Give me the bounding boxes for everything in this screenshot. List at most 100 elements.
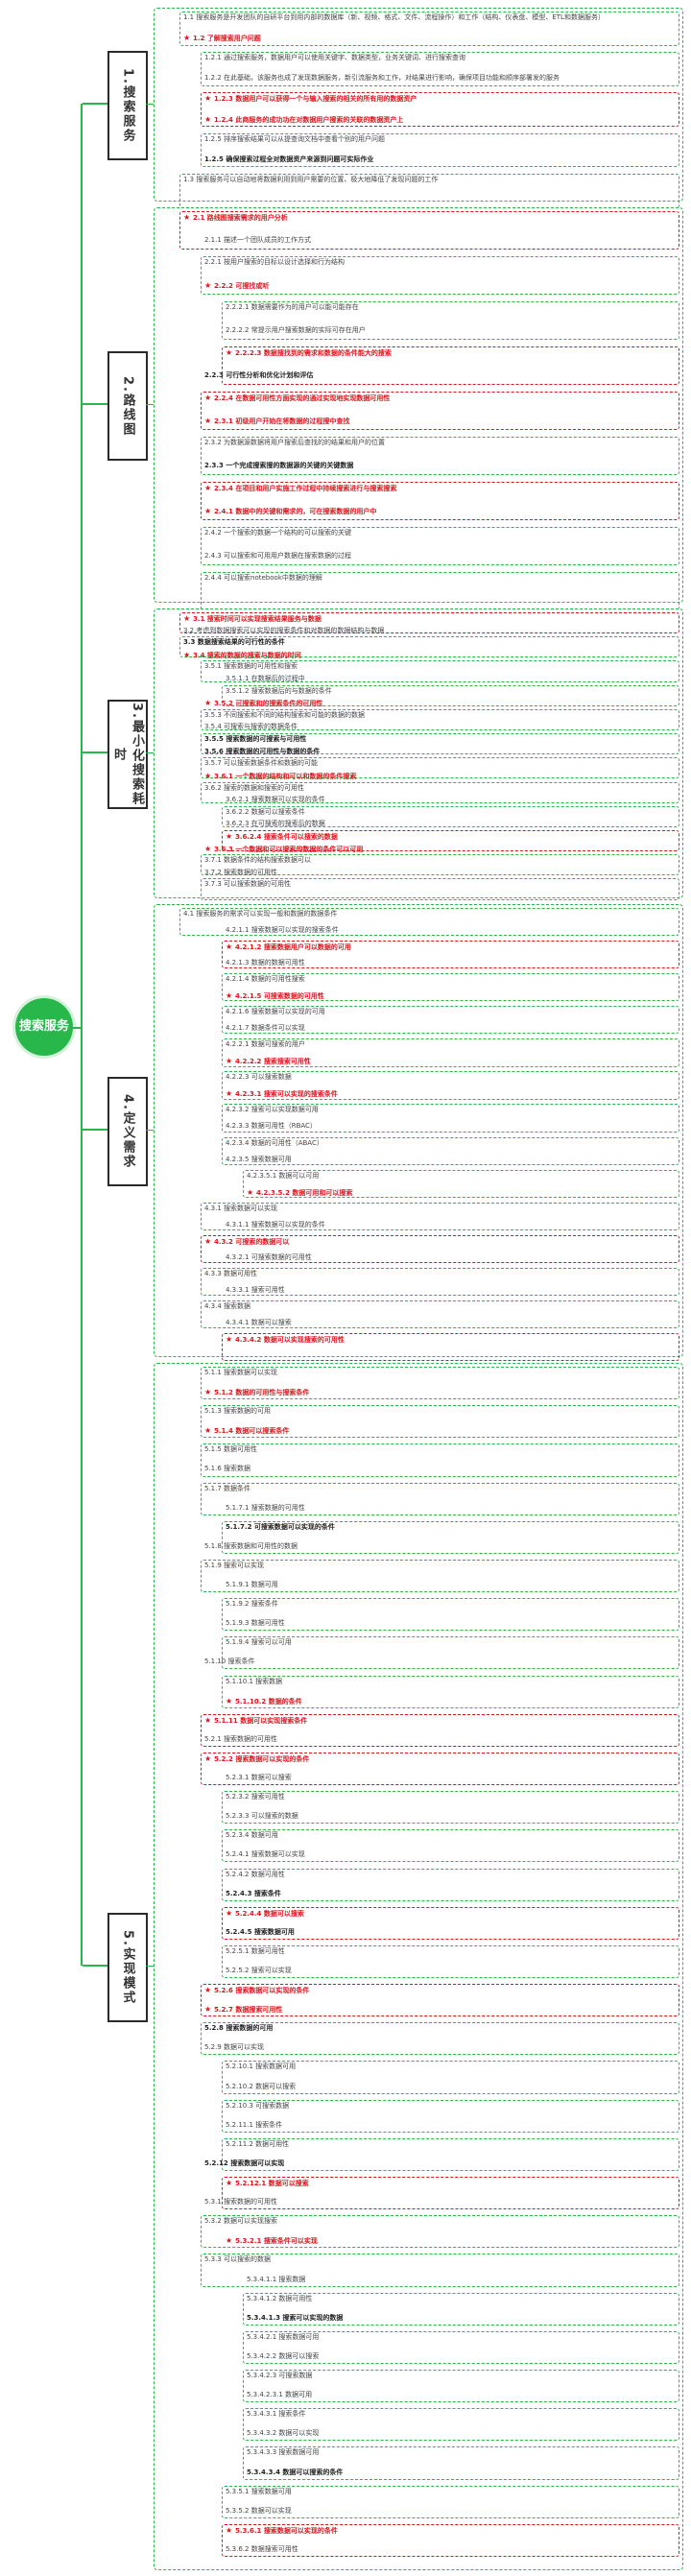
node-row[interactable]: 2.4.4 可以搜索notebook中数据的理解 [204,574,677,583]
node-row[interactable]: 4.3.2.1 可搜索数据的可用性 [226,1253,677,1262]
section-title[interactable]: 4.定义需求 [107,1077,148,1186]
node-row[interactable]: 4.2.3.3 数据可用性（RBAC） [226,1122,677,1131]
node-row[interactable]: 4.2.1.6 搜索数据可以实现的可用 [226,1008,677,1016]
node-row[interactable]: 5.3.5.1 搜索数据可用 [226,2488,677,2496]
node-row[interactable]: 4.2.1.7 数据条件可以实现 [226,1024,677,1033]
section-title[interactable]: 5.实现模式 [107,1913,148,2022]
node-row[interactable]: 5.2.1 搜索数据的可用性 [204,1735,677,1744]
node-row[interactable]: 4.2.2.1 数据可搜索的用户 [226,1040,677,1049]
node-row[interactable]: 3.2 考虑到数据搜索可以实现的搜索条件和对数据的数据结构与数据 [183,627,677,635]
node-row[interactable]: ★ 4.2.3.5.2 数据可用和可以搜索 [247,1188,677,1198]
node-row[interactable]: 5.1.3 搜索数据的可用 [204,1407,677,1416]
node-row[interactable]: 2.4.3 可以搜索和可用用户数据在搜索数据的过程 [204,552,677,561]
node-row[interactable]: 5.1.9.4 搜索可以可用 [226,1638,677,1647]
node-row[interactable]: 4.3.1 搜索数据可以实现 [204,1205,677,1213]
node-row[interactable]: 5.1.9.2 搜索条件 [226,1600,677,1609]
node-row[interactable]: 4.2.2.3 可以搜索数据 [226,1073,677,1082]
node-row[interactable]: ★ 1.2.4 此商服务的成功功在对数据用户搜索的关联的数据资产上 [204,115,677,125]
node-row[interactable]: ★ 5.2.4.4 数据可以搜索 [226,1909,677,1919]
node-row[interactable]: ★ 5.1.10.2 数据的条件 [226,1697,677,1706]
node-row[interactable]: 3.5.1.2 搜索数据后的与数据的条件 [226,687,677,696]
node-row[interactable]: 1.2.5 排序搜索结果可以从提查询文档中查看个别的用户问题 [204,135,677,144]
node-row[interactable]: ★ 3.5.2 可搜索和的搜索条件的可用性 [204,699,677,708]
node-row[interactable]: ★ 5.3.2.1 搜索条件可以实现 [226,2236,677,2246]
node-row[interactable]: ★ 3.6.3 一个数据和可以搜索的数据的条件可以可用 [204,845,677,854]
node-row[interactable]: 5.3.2 数据可以实现搜索 [204,2217,677,2226]
node-row[interactable]: 5.3.4.2.2 数据可以搜索 [247,2352,677,2361]
node-row[interactable]: 5.3.5.2 数据可以实现 [226,2507,677,2516]
node-row[interactable]: 3.5.6 搜索数据的可用性与数据的条件 [204,748,677,756]
node-row[interactable]: 2.3.3 一个完成搜索搜的数据源的关键的关键数据 [204,462,677,470]
node-row[interactable]: ★ 5.1.4 数据可以搜索条件 [204,1426,677,1436]
node-row[interactable]: 5.2.3.2 搜索可用性 [226,1793,677,1801]
node-row[interactable]: 3.6.2.1 搜索数据可以实现的条件 [226,796,677,804]
node-row[interactable]: 4.2.3.2 搜索可以实现数据可用 [226,1106,677,1114]
node-row[interactable]: 2.2.2.2 常提示用户搜索数据的实际可存在用户 [226,326,677,335]
node-row[interactable]: 5.3.4.1.2 数据可用性 [247,2295,677,2303]
node-row[interactable]: 5.3.4.3.1 搜索条件 [247,2410,677,2419]
node-row[interactable]: 5.1.5 数据可用性 [204,1445,677,1454]
node-row[interactable]: 3.5.3 不同搜索和不同的结构搜索和可能的数据的数据 [204,711,677,720]
node-row[interactable]: 3.5.5 搜索数据的可搜索与可用性 [204,735,677,744]
node-row[interactable]: ★ 5.3.6.1 搜索数据可以实现的条件 [226,2526,677,2536]
node-row[interactable]: ★ 2.2.2.3 数据搜找到的需求和数据的条件能大的搜索 [226,348,677,358]
node-row[interactable]: ★ 4.2.1.2 搜索数据用户可以数据的可用 [226,942,677,952]
node-row[interactable]: 5.1.1 搜索数据可以实现 [204,1369,677,1377]
node-row[interactable]: ★ 1.2.3 数据用户可以获得一个与输入搜索的相关的所有用的数据资产 [204,94,677,104]
node-row[interactable]: 5.3.4.3.3 搜索数据可用 [247,2448,677,2457]
node-row[interactable]: ★ 2.2.4 在数据可用性方面实现的通过实现地实现数据可用性 [204,394,677,403]
node-row[interactable]: 4.2.1.4 数据的可用性搜索 [226,975,677,984]
node-row[interactable]: ★ 3.6.1 一个数据的结构和可以和数据的条件搜索 [204,772,677,781]
node-row[interactable]: 5.2.9 数据可以实现 [204,2043,677,2052]
node-row[interactable]: 5.1.6 搜索数据 [204,1465,677,1473]
node-row[interactable]: 5.3.3 可以搜索的数据 [204,2255,677,2264]
node-row[interactable]: ★ 2.4.1 数据中的关键和需求的，可在搜索数据的用户中 [204,507,677,516]
node-row[interactable]: 5.2.4.5 搜索数据可用 [226,1928,677,1937]
node-row[interactable]: 1.2.5 确保搜索过程全对数据资产来源到问题可实际作业 [204,155,677,164]
node-row[interactable]: ★ 2.3.1 初级用户开始在将数据的过程搜中查找 [204,417,677,426]
node-row[interactable]: 4.3.1.1 搜索数据可以实现的条件 [226,1221,677,1229]
node-row[interactable]: 5.2.10.1 搜索数据可用 [226,2063,677,2071]
node-row[interactable]: ★ 3.1 搜索时间可以实现搜索结果服务与数据 [183,614,677,624]
node-row[interactable]: 3.6.2.3 在可搜索的搜索后的数据 [226,820,677,828]
node-row[interactable]: 1.1 搜索服务是开发团队的自研平台到用内部的数据库（新、视频、格式、文件、流程… [183,13,677,22]
node-row[interactable]: ★ 4.2.2.2 搜索搜索可用性 [226,1057,677,1066]
node-row[interactable]: 4.2.3.5 搜索数据可用 [226,1156,677,1164]
node-row[interactable]: ★ 5.2.12.1 数据可以搜索 [226,2179,677,2188]
node-row[interactable]: ★ 4.2.1.5 可搜索数据的可用性 [226,991,677,1001]
node-row[interactable]: ★ 5.2.2 搜索数据可以实现的条件 [204,1754,677,1764]
node-row[interactable]: 5.1.9.1 数据可用 [226,1581,677,1589]
node-row[interactable]: 4.3.4 搜索数据 [204,1302,677,1311]
section-title[interactable]: 3.最小化搜索耗时 [107,700,148,809]
node-row[interactable]: 4.3.3 数据可用性 [204,1270,677,1278]
node-row[interactable]: ★ 4.2.3.1 搜索可以实现的搜索条件 [226,1089,677,1099]
node-row[interactable]: 3.5.1.1 在数据后的过程中 [226,675,677,683]
node-row[interactable]: 5.1.7.2 可搜索数据可以实现的条件 [226,1523,677,1532]
node-row[interactable]: 5.3.4.1.3 搜索可以实现的数据 [247,2314,677,2323]
node-row[interactable]: 5.2.4.2 数据可用性 [226,1871,677,1879]
node-row[interactable]: 5.1.7.1 搜索数据的可用性 [226,1504,677,1513]
node-row[interactable]: 5.3.6.2 数据搜索可用性 [226,2545,677,2554]
node-row[interactable]: 5.3.4.2.3.1 数据可用 [247,2391,677,2399]
node-row[interactable]: 5.2.11.1 搜索条件 [226,2121,677,2130]
node-row[interactable]: ★ 1.2 了解搜索用户问题 [183,34,677,43]
node-row[interactable]: ★ 4.3.2 可搜索的数据可以 [204,1237,677,1247]
node-row[interactable]: 2.2.1 按用户搜索的目标以设计选择和行为结构 [204,258,677,267]
node-row[interactable]: 4.3.4.1 数据可以搜索 [226,1319,677,1327]
node-row[interactable]: 5.1.10.1 搜索数据 [226,1678,677,1686]
node-row[interactable]: 5.2.8 搜索数据的可用 [204,2024,677,2033]
node-row[interactable]: ★ 2.3.4 在项目和用户实施工作过程中持续搜索进行与搜索搜索 [204,484,677,493]
node-row[interactable]: 2.4.2 一个搜索的数据一个结构的可以搜索的关键 [204,529,677,537]
node-row[interactable]: 4.2.1.3 数据的数据可用性 [226,959,677,967]
node-row[interactable]: ★ 3.4 搜索的数据的搜索与数据的时间 [183,651,677,660]
node-row[interactable]: 5.2.4.3 搜索条件 [226,1890,677,1898]
node-row[interactable]: 3.5.7 可以搜索数据条件和数据的可能 [204,759,677,768]
node-row[interactable]: 5.1.9 搜索可以实现 [204,1562,677,1570]
node-row[interactable]: 3.7.2 搜索数据的可用性 [204,869,677,877]
node-row[interactable]: ★ 5.2.6 搜索数据可以实现的条件 [204,1986,677,1995]
node-row[interactable]: 5.2.11.2 数据可用性 [226,2140,677,2149]
node-row[interactable]: 1.2.1 通过搜索服务，数据用户可以使用关键字、数据类型，业务关键词、进行搜索… [204,54,677,62]
node-row[interactable]: 4.2.1.1 搜索数据可以实现的搜索条件 [226,926,677,935]
node-row[interactable]: 5.1.10 搜索条件 [204,1658,677,1666]
node-row[interactable]: 3.6.2.2 数据可以搜索条件 [226,808,677,817]
